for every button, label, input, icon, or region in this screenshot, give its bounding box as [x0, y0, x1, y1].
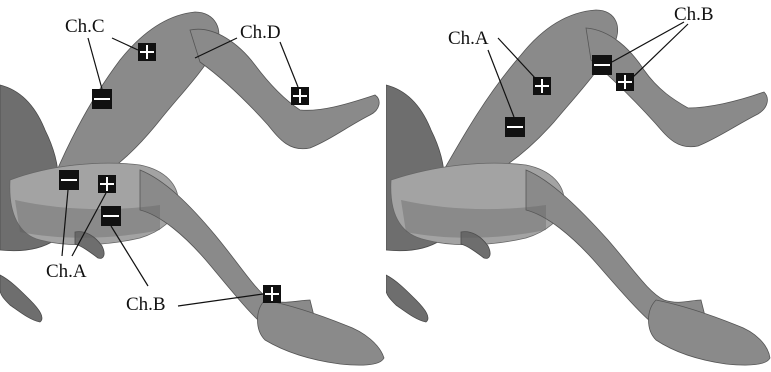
- left-panel: Ch.C Ch.D Ch.A Ch.B: [0, 0, 385, 372]
- label-ch-a: Ch.A: [46, 261, 87, 282]
- label-ch-b: Ch.B: [126, 294, 166, 315]
- electrode-ch-b-negative: [101, 206, 121, 226]
- hand: [0, 275, 42, 322]
- label-ch-c: Ch.C: [65, 16, 105, 37]
- electrode-ch-a-positive: [98, 175, 116, 193]
- electrode-ch-a-negative: [59, 170, 79, 190]
- hand: [386, 275, 428, 322]
- lower-foot: [258, 300, 385, 365]
- electrode-ch-a-negative: [505, 117, 525, 137]
- electrode-ch-b-positive: [616, 73, 634, 91]
- electrode-ch-c-negative: [92, 89, 112, 109]
- lower-foot: [649, 300, 771, 365]
- right-leg-illustration: Ch.A Ch.B: [386, 0, 771, 372]
- right-panel: Ch.A Ch.B: [386, 0, 771, 372]
- label-ch-a: Ch.A: [448, 28, 489, 49]
- electrode-ch-a-positive: [533, 77, 551, 95]
- electrode-ch-b-negative: [592, 55, 612, 75]
- raised-shin: [586, 28, 767, 147]
- electrode-ch-d-positive: [291, 87, 309, 105]
- electrode-ch-b-positive: [263, 285, 281, 303]
- electrode-ch-c-positive: [138, 43, 156, 61]
- label-ch-b: Ch.B: [674, 4, 714, 25]
- label-ch-d: Ch.D: [240, 22, 281, 43]
- left-leg-illustration: Ch.C Ch.D Ch.A Ch.B: [0, 0, 385, 372]
